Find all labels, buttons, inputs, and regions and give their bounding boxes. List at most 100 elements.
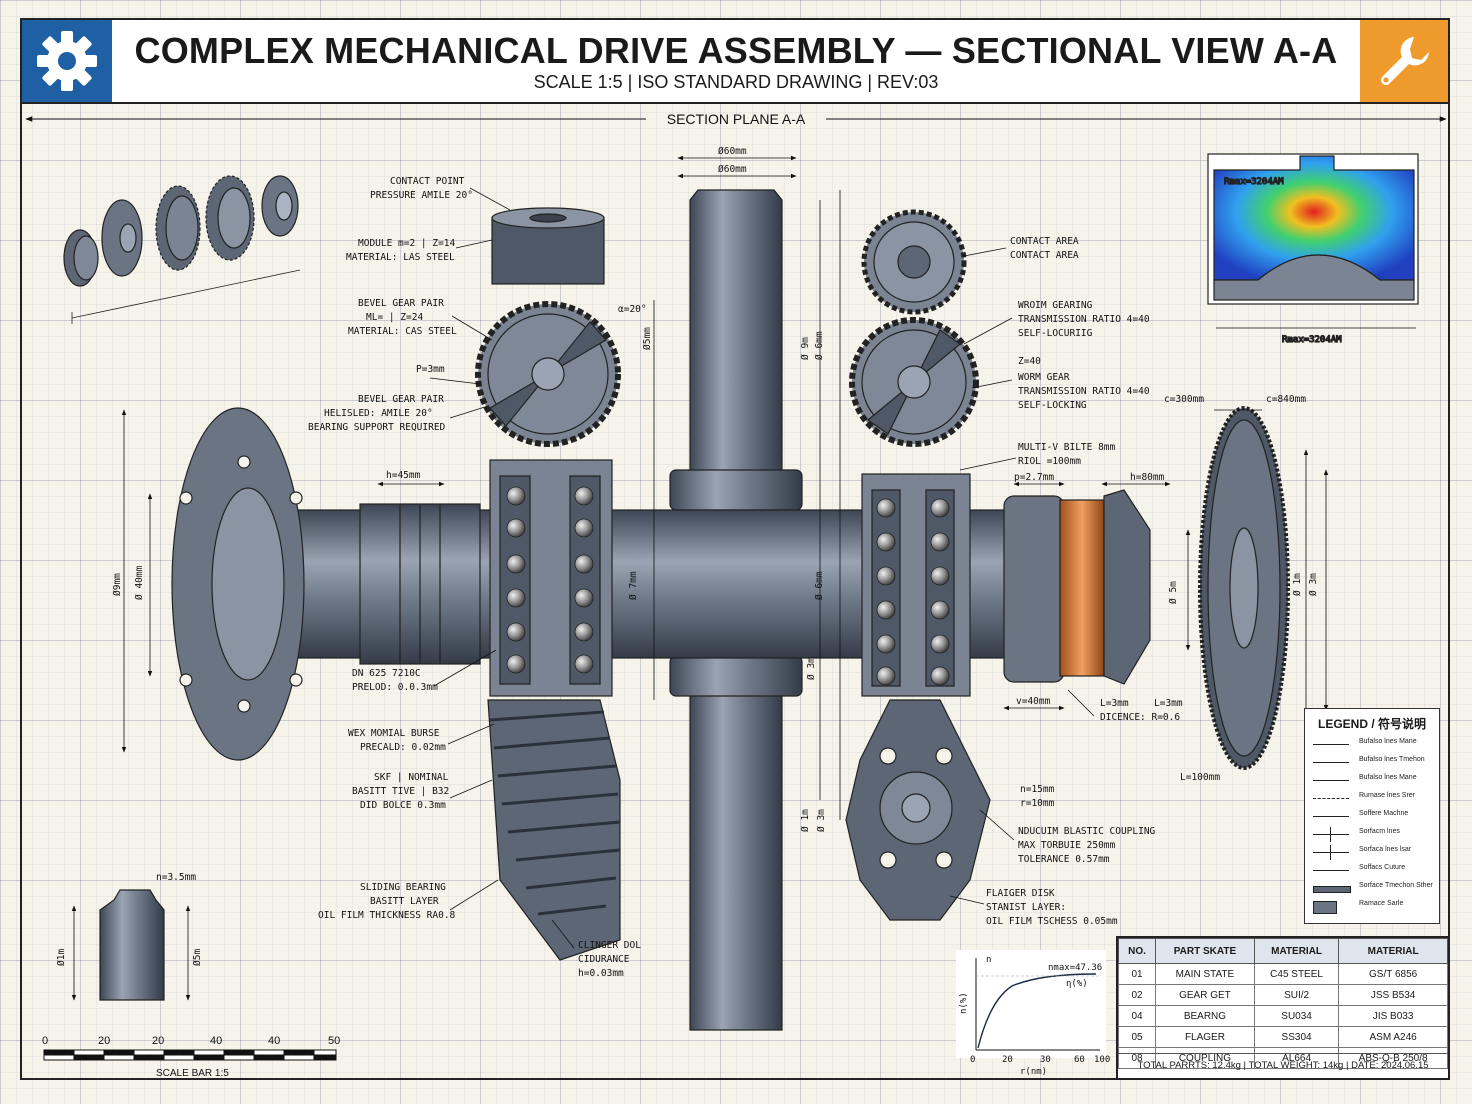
leader-lines — [429, 187, 1095, 949]
table-row: 08 COUPLING AL664 ABS-Q-B 250/8 — [1118, 1047, 1448, 1069]
legend-label: Rumase lnes Srer — [1359, 792, 1416, 799]
dim-d60a: Ø60mm — [718, 146, 747, 157]
annotation-multi-v: RIOL =100mm — [1018, 456, 1081, 467]
annotation-worm-2: SELF-LOCKING — [1018, 400, 1087, 411]
annotation-contact-area: CONTACT AREA — [1010, 250, 1079, 261]
dim-d3m: Ø 3m — [806, 657, 817, 680]
bom-header-material: MATERIAL — [1253, 938, 1340, 964]
legend-symbol — [1313, 744, 1349, 745]
scale-bar — [43, 1049, 337, 1061]
annotation-bevel-pair: ML= | Z=24 — [366, 312, 423, 323]
legend-label: Sorfaca lnes lsar — [1359, 846, 1412, 853]
annotation-labels: CONTACT POINT PRESSURE AMILE 20° MODULE … — [156, 176, 1306, 979]
legend-item: Bufalso lnes Tmehon — [1313, 755, 1437, 771]
annotation-p27: p=2.7mm — [1014, 472, 1054, 483]
bom-cell: 01 — [1118, 963, 1156, 985]
legend-item: Ramace Sarle — [1313, 899, 1437, 915]
legend-label: Ramace Sarle — [1359, 900, 1404, 907]
spur-gear-top — [491, 207, 605, 285]
dim-d40mm: Ø 40mm — [134, 565, 145, 600]
table-row: 04 BEARNG SU034 JIS B033 — [1118, 1005, 1448, 1027]
annotation-bearing-dn: DN 625 7210C — [352, 668, 421, 679]
flange-left — [171, 407, 305, 761]
bom-cell: 08 — [1118, 1047, 1156, 1069]
bom-cell: JIS B033 — [1338, 1005, 1448, 1027]
fea-label-bottom: Rmax=3204AM — [1282, 335, 1342, 345]
legend-title: LEGEND / 符号说明 — [1317, 717, 1426, 731]
annotation-contact-area: CONTACT AREA — [1010, 236, 1079, 247]
legend-label: Soffere Machne — [1359, 810, 1409, 817]
legend-cross — [1330, 827, 1331, 842]
legend-symbol — [1313, 780, 1349, 781]
dim-d5m-small: Ø5m — [192, 949, 203, 966]
annotation-sliding: BASITT LAYER — [370, 896, 439, 907]
chart-xtick: 0 — [970, 1055, 975, 1065]
bom-cell: GS/T 6856 — [1338, 963, 1448, 985]
chart-xtick: 20 — [1002, 1055, 1013, 1065]
chart-xtick: 60 — [1074, 1055, 1085, 1065]
dim-d3m-flange: Ø 3m — [1308, 573, 1319, 596]
annotation-n15: r=10mm — [1020, 798, 1055, 809]
bom-header-row: NO. PART SKATE MATERIAL MATERIAL — [1118, 938, 1448, 964]
scale-bar-ticks: 0 20 20 40 40 50 SCALE BAR 1:5 — [42, 1035, 340, 1079]
annotation-bevel-pair: MATERIAL: CAS STEEL — [348, 326, 457, 337]
scale-tick: 20 — [152, 1035, 164, 1047]
dim-d9mm-left: Ø9mm — [112, 573, 123, 596]
table-row: 05 FLAGER SS304 ASM A246 — [1118, 1026, 1448, 1048]
annotation-bevel-helical: HELISLED: AMILE 20° — [324, 408, 433, 419]
bom-header-standard: MATERIAL — [1338, 938, 1448, 964]
annotation-sliding: SLIDING BEARING — [360, 882, 446, 893]
efficiency-chart: n(%) r(nm) n nmax=47.36 η(%) 0 20 30 60 … — [956, 950, 1110, 1077]
chart-top-label: n — [986, 955, 991, 965]
annotation-bevel-helical: BEARING SUPPORT REQUIRED — [308, 422, 446, 433]
annotation-n15: n=15mm — [1020, 784, 1055, 795]
annotation-skf: DID BOLCE 0.3mm — [360, 800, 446, 811]
bom-cell: ABS-Q-B 250/8 — [1338, 1047, 1448, 1069]
annotation-flager: OIL FILM TSCHESS 0.05mm — [986, 916, 1118, 927]
table-row: 01 MAIN STATE C45 STEEL GS/T 6856 — [1118, 963, 1448, 985]
annotation-multi-v: MULTI-V BILTE 8mm — [1018, 442, 1116, 453]
chart-peak-label: nmax=47.36 — [1048, 963, 1102, 973]
legend-item: Rumase lnes Srer — [1313, 791, 1437, 807]
bom-cell: ASM A246 — [1338, 1026, 1448, 1048]
legend-label: Bufalso lnes Mane — [1359, 774, 1417, 781]
bom-header-part: PART SKATE — [1155, 938, 1255, 964]
annotation-h45: h=45mm — [386, 470, 421, 481]
legend-item: Bufalso lnes Mane — [1313, 737, 1437, 753]
annotation-l3a: L=3mm — [1100, 698, 1129, 709]
annotation-skf: SKF | NOMINAL — [374, 772, 449, 783]
scale-tick: 0 — [42, 1035, 48, 1047]
bevel-gear-left — [475, 301, 621, 447]
section-plane-label: SECTION PLANE A-A — [667, 111, 806, 127]
annotation-worm-1: WROIM GEARING — [1018, 300, 1093, 311]
legend-symbol — [1313, 834, 1349, 835]
annotation-worm-2: WORM GEAR — [1018, 372, 1070, 383]
scale-caption: SCALE BAR 1:5 — [156, 1068, 229, 1079]
bom-cell: 04 — [1118, 1005, 1156, 1027]
dim-d5m-right: Ø 5m — [1168, 581, 1179, 604]
fea-inset: Rmax=3204AM Rmax=3204AM — [1207, 153, 1419, 346]
chart-xlabel: r(nm) — [1020, 1067, 1047, 1077]
annotation-n35: n=3.5mm — [156, 872, 196, 883]
annotation-clinger: CIDURANCE — [578, 954, 630, 965]
annotation-l3b: L=3mm — [1154, 698, 1183, 709]
annotation-contact-point: PRESSURE AMILE 20° — [370, 190, 473, 201]
annotation-coupling: TOLERANCE 0.57mm — [1018, 854, 1110, 865]
scale-tick: 20 — [98, 1035, 110, 1047]
dimension-labels: Ø60mm Ø60mm Ø5mm Ø 9m Ø 6mm Ø9mm Ø 40mm … — [56, 146, 1319, 966]
flange-disk-right — [1198, 406, 1290, 770]
annotation-h80: h=80mm — [1130, 472, 1165, 483]
legend-item: Soffacs Cuture — [1313, 863, 1437, 879]
bom-cell: SUI/2 — [1253, 984, 1340, 1006]
dim-d7m: Ø 7mm — [628, 571, 639, 600]
annotation-skf: BASITT TIVE | B32 — [352, 786, 449, 797]
dim-d1m-low: Ø 1m — [800, 809, 811, 832]
annotation-c300: c=300mm — [1164, 394, 1204, 405]
annotation-contact-point: CONTACT POINT — [390, 176, 465, 187]
scale-tick: 40 — [268, 1035, 280, 1047]
wrench-icon — [1381, 37, 1429, 85]
bom-cell: BEARNG — [1155, 1005, 1255, 1027]
annotation-worm-2: Z=40 — [1018, 356, 1041, 367]
